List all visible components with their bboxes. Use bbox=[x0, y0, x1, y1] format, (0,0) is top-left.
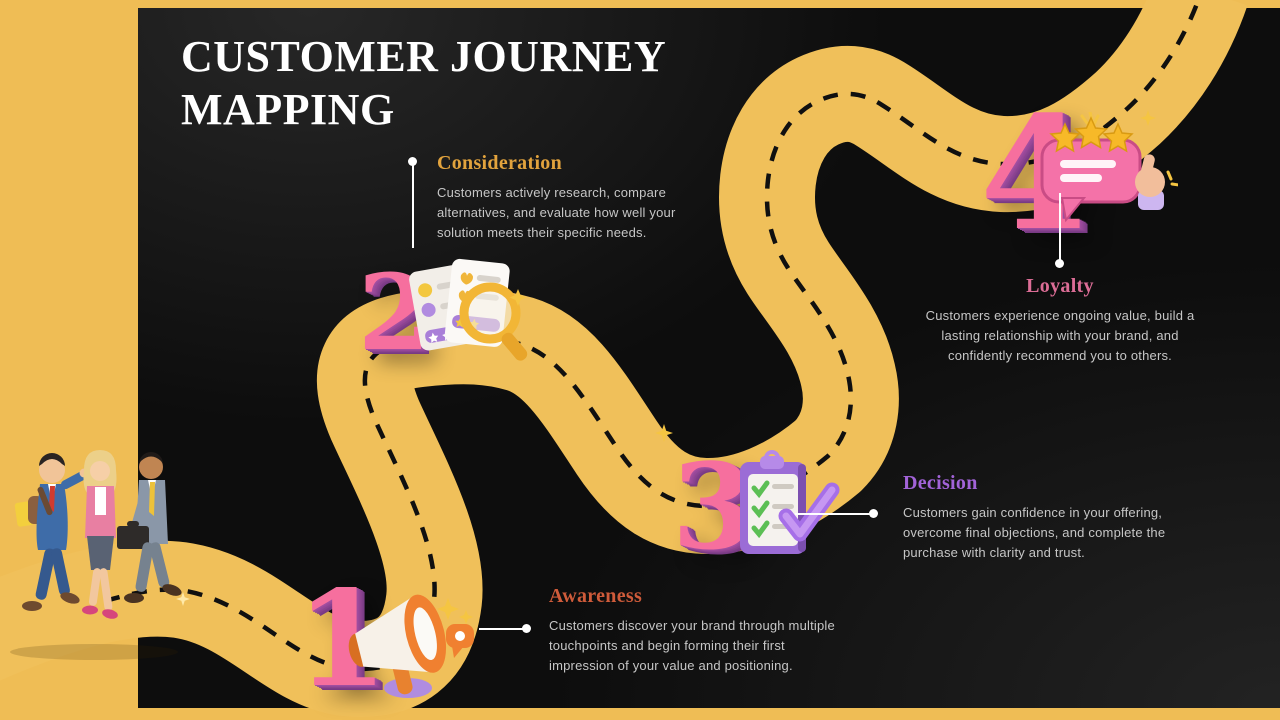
clipboard-checklist-icon bbox=[740, 450, 840, 554]
stage-decision-description: Customers gain confidence in your offeri… bbox=[903, 505, 1166, 560]
megaphone-icon bbox=[348, 594, 474, 698]
magnifier-icon bbox=[459, 282, 528, 361]
research-documents-magnifier-icon bbox=[409, 258, 528, 361]
connector-line-decision bbox=[795, 513, 874, 515]
stage-loyalty-block: Loyalty Customers experience ongoing val… bbox=[910, 275, 1210, 366]
stage-marker-3: 3 bbox=[672, 446, 842, 566]
stage-loyalty-description: Customers experience ongoing value, buil… bbox=[925, 308, 1195, 363]
connector-dot-loyalty bbox=[1055, 259, 1064, 268]
thumbs-up-icon bbox=[1135, 154, 1178, 210]
walking-business-people-illustration bbox=[10, 450, 182, 660]
sparkle-icon bbox=[176, 592, 190, 606]
stage-marker-1: 1 bbox=[296, 574, 486, 718]
stage-awareness-block: Awareness Customers discover your brand … bbox=[549, 585, 851, 676]
connector-line-awareness bbox=[479, 628, 526, 630]
stage-consideration-description: Customers actively research, compare alt… bbox=[437, 185, 676, 240]
title-line-1: CUSTOMER JOURNEY bbox=[181, 32, 667, 81]
sparkle-icon bbox=[1140, 110, 1156, 126]
page-title: CUSTOMER JOURNEY MAPPING bbox=[181, 30, 666, 136]
stage-decision-label: Decision bbox=[903, 472, 978, 494]
stage-awareness-description: Customers discover your brand through mu… bbox=[549, 618, 835, 673]
connector-dot-decision bbox=[869, 509, 878, 518]
stage-awareness-label: Awareness bbox=[549, 585, 643, 607]
sparkle-icon bbox=[655, 424, 673, 442]
connector-dot-awareness bbox=[522, 624, 531, 633]
connector-line-loyalty bbox=[1059, 193, 1061, 263]
stage-marker-4: 4 bbox=[980, 96, 1178, 252]
stage-marker-2: 2 bbox=[358, 255, 533, 375]
connector-dot-consideration bbox=[408, 157, 417, 166]
title-line-2: MAPPING bbox=[181, 85, 395, 134]
review-stars-thumbs-up-icon bbox=[1040, 112, 1178, 223]
stage-consideration-block: Consideration Customers actively researc… bbox=[437, 152, 679, 243]
stage-consideration-label: Consideration bbox=[437, 152, 563, 174]
businessman-blue-suit bbox=[14, 453, 89, 611]
connector-line-consideration bbox=[412, 161, 414, 248]
businesswoman-pink-blazer bbox=[82, 450, 118, 619]
businessman-gray-suit bbox=[117, 452, 182, 603]
stage-decision-block: Decision Customers gain confidence in yo… bbox=[903, 472, 1169, 563]
stage-loyalty-label: Loyalty bbox=[1026, 275, 1094, 297]
chat-bubble-icon bbox=[446, 624, 474, 658]
